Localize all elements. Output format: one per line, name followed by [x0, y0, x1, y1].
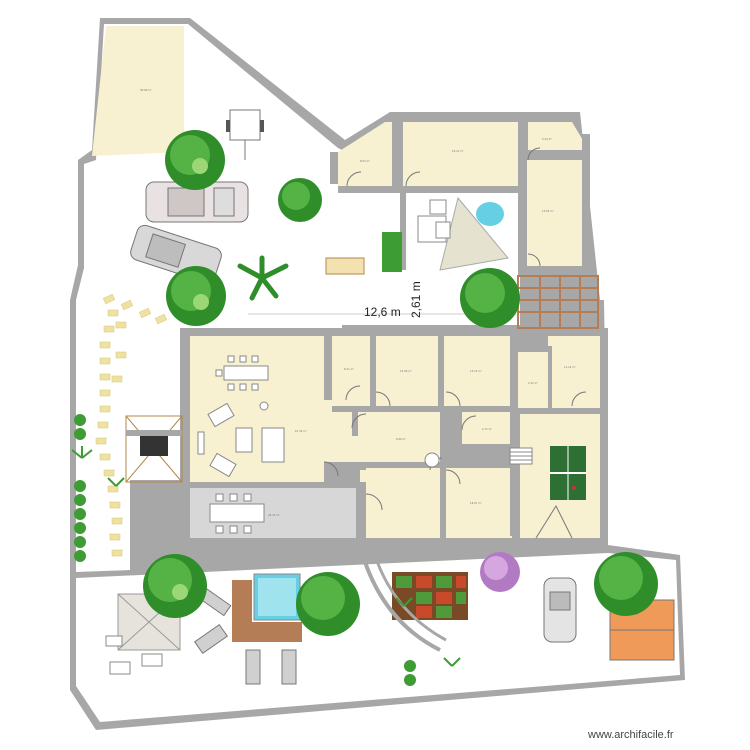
bench — [325, 257, 365, 275]
room-label: 8.11 m² — [344, 367, 354, 371]
room-label: 14.05 m² — [542, 209, 554, 213]
veranda-dining-table — [209, 493, 265, 534]
width-dimension: 2,61 m — [409, 281, 423, 318]
tree-garden-center — [296, 572, 360, 636]
building-top-right: 8.03 m² 16.21 m² 5.24 m² 14.05 m² — [330, 116, 590, 276]
room-label: 2.22 m² — [528, 381, 538, 385]
trailer — [226, 109, 264, 160]
hot-tub-deck — [232, 573, 302, 642]
spa-pool-small — [476, 202, 504, 226]
room-label: 67.34 m² — [295, 429, 307, 433]
room-label: 18.07 m² — [470, 501, 482, 505]
tree-garden-right — [594, 552, 658, 616]
tree-mid-left — [166, 266, 226, 326]
room-label: 8.03 m² — [360, 159, 370, 163]
room-label: 13.12 m² — [470, 369, 482, 373]
tree-garden-left — [143, 554, 207, 618]
room-label: 12.90 m² — [400, 369, 412, 373]
room-label: 26.14 m² — [268, 513, 280, 517]
room-label: 16.21 m² — [452, 149, 464, 153]
staircase — [509, 447, 533, 465]
hedge-bushes-left — [74, 414, 416, 686]
lounge-chairs — [194, 587, 297, 685]
canopy-left — [125, 415, 183, 483]
room-label: 2.71 m² — [482, 427, 492, 431]
watermark: www.archifacile.fr — [587, 729, 674, 741]
palm-plant — [237, 255, 289, 301]
room-garage-top-left: 38.66 m² — [92, 26, 184, 156]
room-label: 8.08 m² — [396, 437, 406, 441]
tree-top — [165, 130, 225, 190]
room-label: 11.14 m² — [564, 365, 576, 369]
stepping-stone-path — [95, 293, 168, 557]
main-house: 67.34 m² 8.11 m² 12.90 m² 13.12 m² 2.22 … — [180, 328, 608, 546]
vegetable-garden — [392, 572, 468, 620]
sofa-set — [197, 401, 285, 478]
length-dimension: 12,6 m — [364, 305, 401, 319]
tree-small-top — [278, 178, 322, 222]
tree-patio — [460, 268, 520, 328]
car-bottom — [543, 577, 577, 643]
lilac-bush — [480, 552, 520, 592]
car-top — [145, 181, 249, 223]
small-plants — [71, 446, 461, 667]
dining-table-living — [215, 355, 269, 391]
room-label: 38.66 m² — [140, 88, 152, 92]
room-label: 5.24 m² — [542, 137, 552, 141]
hedge — [382, 232, 402, 272]
ping-pong-table — [550, 446, 586, 500]
patio — [325, 190, 516, 275]
